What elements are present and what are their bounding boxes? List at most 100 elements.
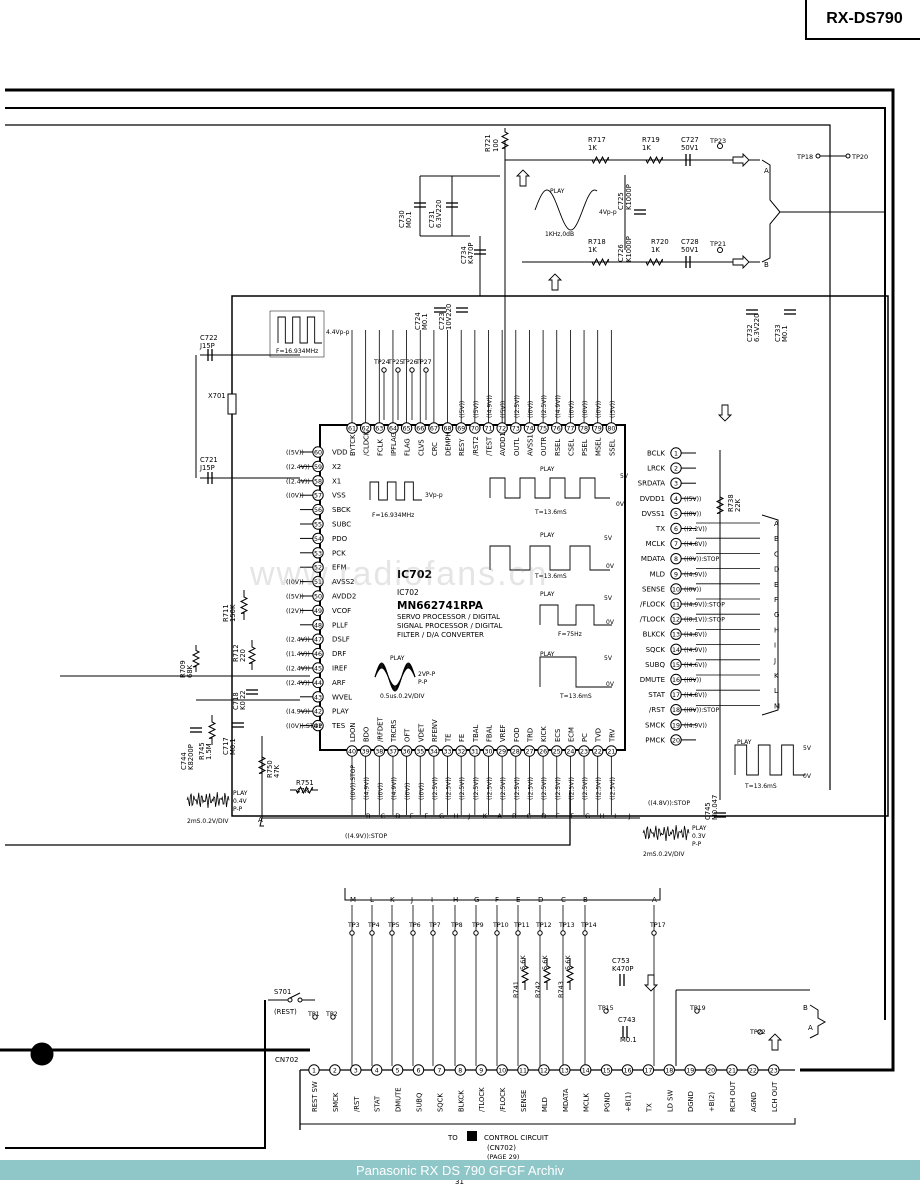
ic-pin-voltage-13: ((4.8V)): [684, 632, 707, 639]
waveform-mid2-period: T=13.6mS: [534, 573, 567, 580]
ic-pin-8: [670, 553, 682, 565]
ic-pin-voltage-12: ((0.1V)):STOP: [684, 617, 725, 624]
tp20-dot: [845, 153, 851, 159]
cn702-to-page: (PAGE 29): [487, 1153, 519, 1161]
bus-right-letter-j: J: [773, 657, 776, 665]
ic-pin-voltage-79: ((0V)): [596, 401, 603, 418]
c724-value: M0.1: [421, 313, 429, 330]
ic-pin-name-79: MSEL: [595, 438, 603, 456]
frame-outer-top: [5, 88, 895, 1072]
bus-bottom-top-letter-f: F: [495, 896, 499, 904]
ic-pin-4: [670, 492, 682, 504]
tp-tp13-label: TP13: [558, 922, 575, 929]
cn702-pin-2: [329, 1064, 341, 1076]
ic-pin-voltage-10: ((0V)): [684, 586, 701, 593]
tp-tp26-dot: [409, 367, 415, 373]
tp-tp13-dot: [560, 930, 566, 936]
pin-number: 6: [416, 1068, 420, 1075]
pin-number: 1: [674, 451, 678, 458]
ic-pin-21: [605, 745, 618, 757]
waveform-mid4: [539, 656, 612, 688]
pin-number: 15: [603, 1068, 611, 1075]
cn702-pin-21: [726, 1064, 738, 1076]
ic-pin-voltage-46: ((1.4V)): [286, 651, 310, 658]
pin-number: 15: [672, 662, 680, 669]
bus-right-letter-c: C: [774, 550, 779, 558]
waveform-mid3-label: PLAY: [540, 591, 555, 598]
s701-ref: S701: [274, 988, 291, 996]
c717-ref: C717: [222, 737, 230, 755]
pin-number: 57: [314, 493, 322, 500]
c743-value: M0.1: [620, 1036, 637, 1044]
ic-pin-23: [578, 745, 590, 757]
s701-contact-1: [287, 997, 293, 1003]
ic-pin-22: [592, 745, 604, 757]
pin-number: 11: [519, 1068, 527, 1075]
ic-pin-voltage-51: ((0V)): [286, 579, 304, 586]
cn702-pin-23: [768, 1064, 780, 1076]
ic-pin-43: [312, 691, 324, 703]
ic-pin-voltage-19: ((4.9V)): [684, 722, 707, 729]
ic-pin-voltage-11: ((4.9V)):STOP: [684, 602, 725, 609]
waveform-top-label: PLAY: [550, 188, 565, 195]
ic-pin-18: [670, 704, 682, 716]
pin-number: 65: [403, 426, 411, 433]
tp-tp8-label: TP8: [450, 922, 463, 929]
cn702-pin-name-5: DMUTE: [395, 1087, 403, 1112]
ic-pin-name-68: DEMPH: [445, 431, 453, 456]
ic-pin-78: [578, 422, 590, 434]
r738-body: [715, 490, 725, 520]
tp-tp27-dot: [423, 367, 429, 373]
pin-number: 68: [444, 426, 452, 433]
ic-pin-5: [670, 507, 682, 520]
ic-pin-25: [551, 745, 563, 757]
pin-number: 52: [314, 565, 322, 572]
pin-number: 33: [444, 749, 452, 756]
r712-body: [247, 640, 257, 670]
ic-pin-name-8: MDATA: [641, 555, 665, 563]
pin-number: 78: [580, 426, 588, 433]
c730-ref: C730: [398, 210, 406, 228]
ic-pin-voltage-36: ((0V)): [405, 783, 412, 800]
ic-pin-24: [564, 745, 577, 757]
waveform-mid2-0v: 0V: [606, 563, 615, 570]
cn702-pin-name-8: BLKCK: [457, 1090, 465, 1112]
pin-number: 4: [375, 1068, 379, 1075]
pin-number: 67: [430, 426, 438, 433]
bus-bottom-top-letter-m: M: [350, 896, 356, 904]
out-letter-a: A: [764, 167, 769, 175]
pin-number: 76: [553, 426, 561, 433]
bus-bottom-top-letter-e: E: [516, 896, 520, 904]
cn702-pin-12: [538, 1064, 550, 1076]
c727-ref: C727: [681, 136, 699, 144]
tp-tp4-label: TP4: [367, 922, 380, 929]
ic-pin-name-45: IREF: [332, 665, 347, 673]
ic-pin-20: [670, 734, 682, 746]
ic-part-number: MN662741RPA: [397, 600, 484, 612]
ic-pin-voltage-80: ((5V)): [609, 401, 616, 418]
pin-number: 79: [594, 426, 602, 433]
ic-pin-voltage-17: ((4.8V)): [684, 692, 707, 699]
waveform-top-amp: 4Vp-p: [599, 209, 617, 216]
tp-tp17-label: TP17: [649, 922, 666, 929]
pin-number: 69: [457, 426, 465, 433]
c734-value: K470P: [467, 242, 475, 264]
pin-number: 77: [566, 426, 574, 433]
waveform-bottom-right-amp: 0.3V: [692, 833, 707, 840]
pin-number: 61: [348, 426, 356, 433]
tp-tp6-label: TP6: [408, 922, 421, 929]
cn702-pin-name-13: MDATA: [562, 1088, 570, 1112]
ic-ref: IC702: [397, 568, 432, 581]
bus-bottom-letter: I: [614, 812, 616, 820]
ic-pin-name-53: PCK: [332, 549, 346, 557]
ic-pin-voltage-4: ((5V)): [684, 496, 701, 503]
ic-pin-voltage-76: ((4.9V)): [555, 395, 562, 418]
tp23-dot: [717, 143, 723, 149]
cn702-pin-5: [391, 1064, 404, 1076]
ic-pin-32: [455, 745, 467, 757]
waveform-arf: [374, 662, 416, 692]
waveform-bottom-left-label: PLAY: [233, 790, 248, 797]
pin-number: 62: [362, 426, 370, 433]
ic-pin-voltage-18: ((0V)):STOP: [684, 707, 720, 714]
ic-pin-name-30: FBAL: [486, 725, 494, 742]
